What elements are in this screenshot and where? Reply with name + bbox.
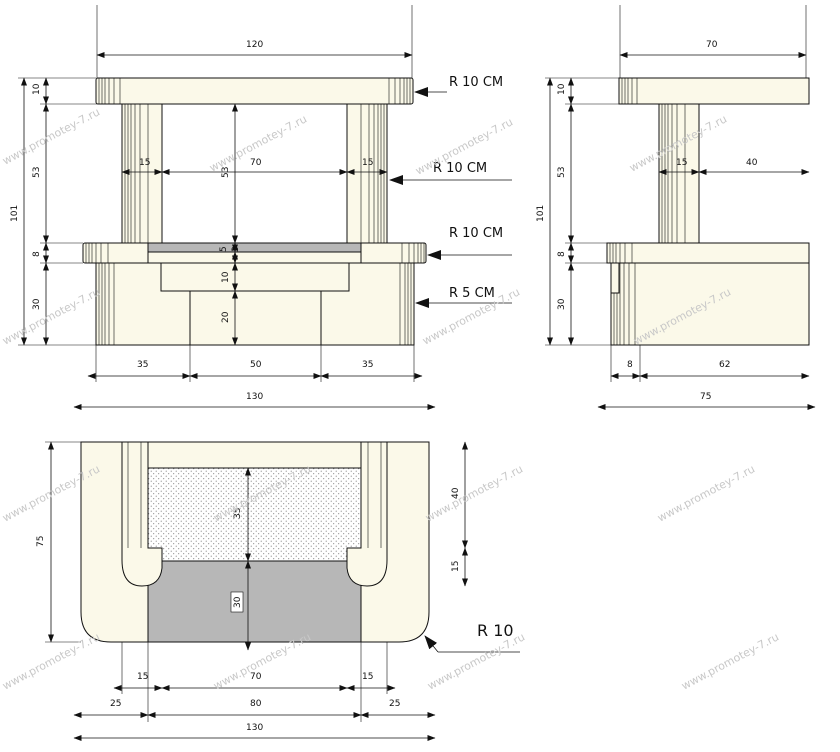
front-width-top: 120 bbox=[246, 40, 263, 50]
front-radius-label-3: R 10 CM bbox=[449, 226, 503, 241]
front-hearth-strip bbox=[147, 242, 362, 253]
front-inner-right: 15 bbox=[362, 158, 373, 168]
watermark-text: www.promotey-7.ru bbox=[0, 105, 102, 167]
svg-text:70: 70 bbox=[250, 672, 262, 682]
svg-text:15: 15 bbox=[362, 672, 373, 682]
front-inner-left: 15 bbox=[139, 158, 150, 168]
svg-text:53: 53 bbox=[557, 167, 567, 178]
side-base bbox=[610, 262, 810, 346]
side-top-slab bbox=[618, 77, 810, 105]
front-inner-height: 53 bbox=[221, 167, 231, 178]
plan-radius-label: R 10 bbox=[477, 621, 514, 640]
svg-text:15: 15 bbox=[676, 158, 687, 168]
svg-text:20: 20 bbox=[221, 311, 231, 323]
svg-text:35: 35 bbox=[233, 508, 243, 519]
watermark-text: www.promotey-7.ru bbox=[655, 462, 757, 524]
svg-text:25: 25 bbox=[110, 699, 121, 709]
front-inner-mid: 70 bbox=[250, 158, 262, 168]
svg-text:25: 25 bbox=[389, 699, 400, 709]
svg-text:15: 15 bbox=[137, 672, 148, 682]
svg-text:15: 15 bbox=[451, 561, 461, 572]
front-radius-label-1: R 10 CM bbox=[449, 75, 503, 90]
front-view: 15 70 15 53 5 3 10 20 120 10 53 8 30 101 bbox=[10, 5, 512, 410]
svg-text:62: 62 bbox=[719, 360, 730, 370]
svg-text:35: 35 bbox=[137, 360, 148, 370]
watermark-text: www.promotey-7.ru bbox=[0, 285, 102, 347]
svg-text:130: 130 bbox=[246, 723, 263, 733]
side-middle-slab bbox=[606, 242, 810, 264]
svg-text:70: 70 bbox=[706, 40, 718, 50]
svg-text:80: 80 bbox=[250, 699, 262, 709]
svg-text:8: 8 bbox=[627, 360, 633, 370]
svg-text:10: 10 bbox=[221, 271, 231, 283]
front-radius-label-2: R 10 CM bbox=[433, 161, 487, 176]
svg-text:30: 30 bbox=[557, 298, 567, 310]
svg-text:53: 53 bbox=[32, 167, 42, 178]
front-width-total: 130 bbox=[246, 392, 263, 402]
svg-text:50: 50 bbox=[250, 360, 262, 370]
svg-text:30: 30 bbox=[32, 298, 42, 310]
svg-text:8: 8 bbox=[32, 251, 42, 257]
plan-dotted-area bbox=[147, 467, 362, 562]
plan-view: 35 30 75 40 15 R 10 15 70 15 25 80 25 13… bbox=[36, 441, 520, 741]
svg-text:10: 10 bbox=[557, 83, 567, 95]
front-height-total: 101 bbox=[10, 205, 20, 222]
svg-text:40: 40 bbox=[746, 158, 758, 168]
watermark-text: www.promotey-7.ru bbox=[679, 630, 781, 692]
svg-text:101: 101 bbox=[536, 205, 546, 222]
svg-text:3: 3 bbox=[231, 246, 241, 252]
plan-grey-area bbox=[147, 560, 362, 643]
side-view: 70 15 40 bbox=[536, 5, 816, 410]
svg-text:8: 8 bbox=[557, 251, 567, 257]
watermark-text: www.promotey-7.ru bbox=[423, 462, 525, 524]
svg-text:75: 75 bbox=[700, 392, 711, 402]
front-radius-label-4: R 5 CM bbox=[449, 286, 495, 301]
front-top-slab bbox=[95, 77, 414, 105]
svg-text:10: 10 bbox=[32, 83, 42, 95]
svg-text:30: 30 bbox=[233, 596, 243, 608]
svg-text:5: 5 bbox=[219, 246, 229, 252]
svg-text:75: 75 bbox=[36, 536, 46, 547]
svg-text:40: 40 bbox=[451, 487, 461, 499]
svg-text:35: 35 bbox=[362, 360, 373, 370]
